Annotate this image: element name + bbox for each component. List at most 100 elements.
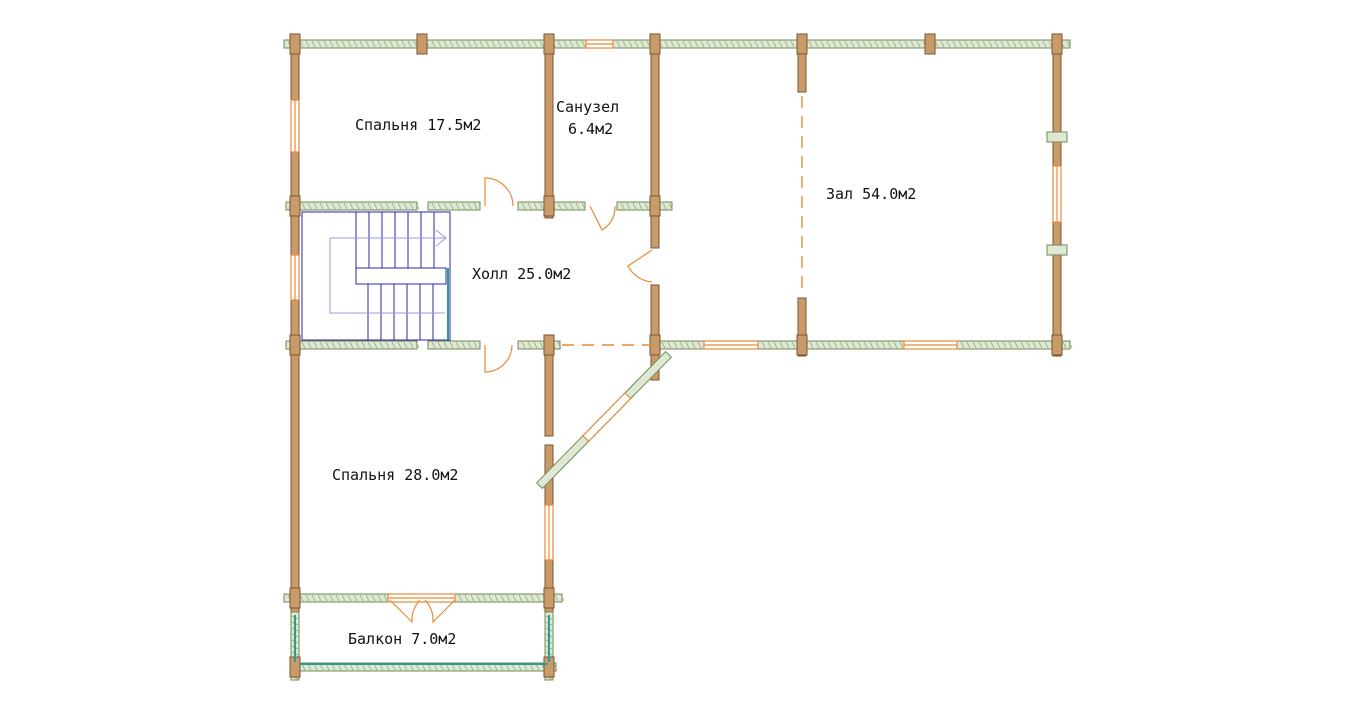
log-wall-hatch [461,40,466,48]
log-wall-hatch [361,202,366,210]
log-wall-hatch [407,40,412,48]
log-wall-hatch [700,40,705,48]
log-wall-hatch [311,40,316,48]
log-wall-hatch [815,341,820,349]
log-wall-hatch [443,40,448,48]
log-wall-hatch [691,341,696,349]
log-wall-hatch [409,202,414,210]
log-wall-hatch [449,341,454,349]
wall-post [1051,334,1063,356]
log-wall-hatch [869,341,874,349]
log-wall-hatch [515,40,520,48]
log-wall-hatch [718,40,723,48]
log-wall-hatch [857,341,862,349]
log-wall-hatch [622,40,627,48]
log-wall-hatch [1020,341,1025,349]
log-wall-hatch [898,40,903,48]
log-wall-hatch [349,202,354,210]
log-wall-hatch [533,40,538,48]
log-wall-hatch [539,202,544,210]
log-wall-hatch [401,40,406,48]
log-wall-hatch [473,202,478,210]
log-wall-hatch [668,202,673,210]
log-wall-hatch [916,40,921,48]
log-wall-hatch [1002,341,1007,349]
log-wall-hatch [431,341,436,349]
door-swing [627,249,653,283]
log-wall-hatch [772,40,777,48]
horizontal-walls [283,39,1073,672]
log-wall-hatch [1026,341,1031,349]
log-wall-hatch [313,202,318,210]
log-wall-hatch [385,202,390,210]
log-wall-hatch [461,341,466,349]
log-wall-hatch [1014,341,1019,349]
wall-posts [289,33,1068,678]
log-wall-hatch [367,202,372,210]
log-wall-hatch [1008,341,1013,349]
log-wall-hatch [473,40,478,48]
log-wall [427,340,481,350]
log-wall-hatch [616,40,621,48]
log-wall-hatch [335,40,340,48]
log-wall-hatch [791,341,796,349]
log-wall-hatch [990,341,995,349]
log-wall-hatch [467,341,472,349]
log-wall-hatch [1012,40,1017,48]
log-wall-hatch [437,202,442,210]
log-wall-hatch [397,202,402,210]
log-wall-hatch [970,40,975,48]
window [582,392,632,443]
timber-wall [797,297,807,357]
log-wall-hatch [827,341,832,349]
log-wall-hatch [940,40,945,48]
log-wall-hatch [467,40,472,48]
log-wall-hatch [461,202,466,210]
stair-outline [301,211,451,341]
log-wall-hatch [533,202,538,210]
log-wall-hatch [773,341,778,349]
log-wall-hatch [581,202,586,210]
log-wall-hatch [415,341,420,349]
log-wall-hatch [1018,40,1023,48]
log-wall-hatch [319,341,324,349]
log-wall-hatch [972,341,977,349]
log-wall-hatch [443,202,448,210]
log-wall-hatch [512,594,517,602]
log-wall-hatch [377,40,382,48]
log-wall-hatch [301,202,306,210]
log-wall-hatch [808,40,813,48]
log-wall-hatch [626,202,631,210]
log-wall-hatch [458,594,463,602]
log-wall-hatch [996,341,1001,349]
log-wall-hatch [766,40,771,48]
log-wall [427,201,481,211]
log-wall-hatch [371,40,376,48]
log-wall-hatch [449,40,454,48]
log-wall-hatch [341,40,346,48]
log-wall-hatch [371,594,376,602]
log-wall-hatch [311,594,316,602]
log-wall-hatch [1044,341,1049,349]
log-wall-hatch [479,40,484,48]
log-wall-hatch [560,594,565,602]
log-wall-hatch [329,594,334,602]
log-wall-hatch [341,594,346,602]
log-wall-hatch [1024,40,1029,48]
log-wall-hatch [632,202,637,210]
wall-post [649,33,661,55]
log-wall-hatch [1068,341,1073,349]
log-wall-hatch [391,202,396,210]
log-wall-hatch [377,594,382,602]
log-wall-hatch [391,341,396,349]
log-wall-hatch [317,40,322,48]
log-wall-hatch [575,40,580,48]
log-wall-hatch [887,341,892,349]
log-wall-hatch [754,40,759,48]
log-wall-hatch [455,341,460,349]
log-wall-hatch [982,40,987,48]
log-wall-hatch [437,341,442,349]
log-wall-hatch [395,40,400,48]
log-wall-hatch [325,202,330,210]
